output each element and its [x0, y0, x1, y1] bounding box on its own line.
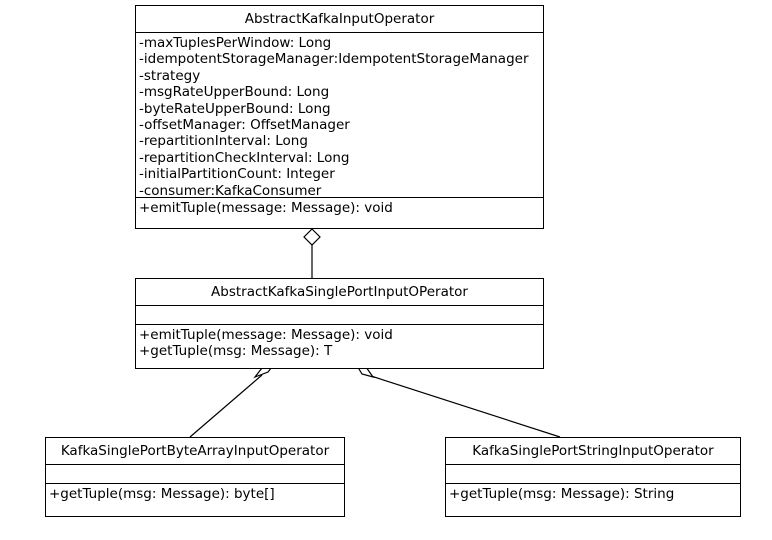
operations-compartment: +getTuple(msg: Message): byte[] — [46, 484, 344, 516]
attribute-row: -strategy — [139, 67, 201, 84]
class-name-abstract-kafka-input-operator: AbstractKafkaInputOperator — [136, 6, 543, 33]
class-box-abstract-kafka-single-port-input-operator[interactable]: AbstractKafkaSinglePortInputOPerator +em… — [135, 278, 544, 369]
class-box-abstract-kafka-input-operator[interactable]: AbstractKafkaInputOperator -maxTuplesPer… — [135, 5, 544, 229]
class-name-kafka-single-port-string-input-operator: KafkaSinglePortStringInputOperator — [446, 438, 740, 465]
hollow-diamond-icon — [303, 228, 321, 246]
attribute-row: -consumer:KafkaConsumer — [139, 182, 322, 199]
operation-row: +emitTuple(message: Message): void — [139, 200, 393, 216]
attribute-row: -idempotentStorageManager:IdempotentStor… — [139, 51, 529, 68]
attribute-row: -repartitionInterval: Long — [139, 133, 308, 150]
attribute-row: -maxTuplesPerWindow: Long — [139, 35, 332, 51]
attributes-compartment: -maxTuplesPerWindow: Long -idempotentSto… — [136, 33, 543, 199]
connector-string-to-single — [354, 362, 561, 438]
attribute-row: -repartitionCheckInterval: Long — [139, 149, 350, 166]
operation-row: +getTuple(msg: Message): T — [139, 343, 333, 360]
operation-row: +getTuple(msg: Message): String — [449, 486, 675, 502]
connector-bytearray-to-single — [189, 361, 277, 438]
attribute-row: -msgRateUpperBound: Long — [139, 84, 330, 101]
class-box-kafka-single-port-byte-array-input-operator[interactable]: KafkaSinglePortByteArrayInputOperator +g… — [45, 437, 345, 517]
class-box-kafka-single-port-string-input-operator[interactable]: KafkaSinglePortStringInputOperator +getT… — [445, 437, 741, 517]
class-name-kafka-single-port-byte-array-input-operator: KafkaSinglePortByteArrayInputOperator — [46, 438, 344, 465]
class-name-abstract-kafka-single-port-input-operator: AbstractKafkaSinglePortInputOPerator — [136, 279, 543, 306]
attribute-row: -offsetManager: OffsetManager — [139, 117, 350, 134]
attribute-row: -byteRateUpperBound: Long — [139, 100, 331, 117]
operation-row: +getTuple(msg: Message): byte[] — [49, 486, 275, 502]
operations-compartment: +emitTuple(message: Message): void — [136, 198, 543, 228]
connector-single-to-root — [303, 228, 321, 278]
attributes-compartment — [446, 465, 740, 484]
attribute-row: -initialPartitionCount: Integer — [139, 166, 335, 183]
operation-row: +emitTuple(message: Message): void — [139, 327, 393, 343]
attributes-compartment — [136, 306, 543, 325]
operations-compartment: +emitTuple(message: Message): void +getT… — [136, 325, 543, 368]
operations-compartment: +getTuple(msg: Message): String — [446, 484, 740, 516]
attributes-compartment — [46, 465, 344, 484]
